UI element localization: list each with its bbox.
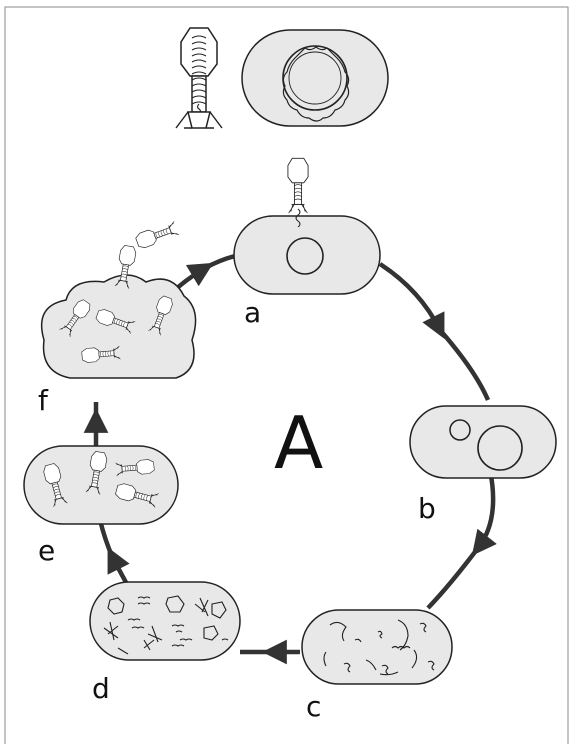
stage-c-cell [301,609,453,685]
label-a: a [244,296,261,329]
stage-a-cell [233,157,381,295]
label-f: f [38,384,49,417]
label-c: c [306,690,321,723]
frame [4,6,569,744]
label-e: e [38,534,55,567]
stage-b-cell [409,405,557,479]
host-bacterium-icon [241,29,389,127]
stage-d-cell [89,581,241,661]
label-b: b [418,492,436,525]
phage-icon [175,27,223,129]
label-d: d [92,672,110,705]
stage-e-cell [23,445,179,525]
center-label: A [274,401,323,485]
stage-f-cell [40,220,197,379]
